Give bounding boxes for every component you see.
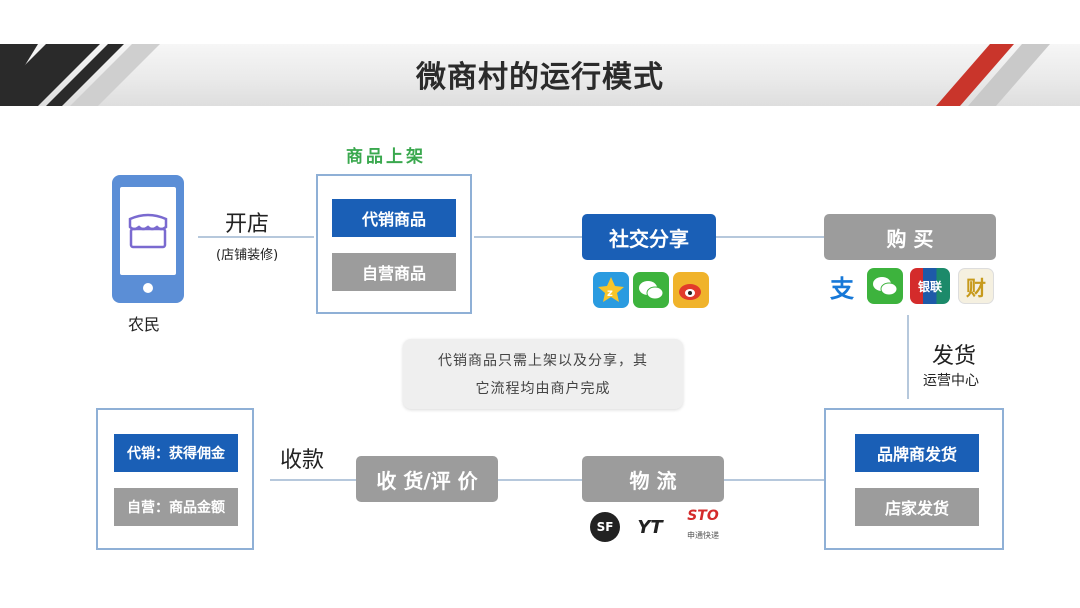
note-line-2: 它流程均由商户完成 <box>475 381 611 397</box>
connector-line <box>498 479 582 481</box>
receive-review-button[interactable]: 收 货/评 价 <box>356 456 498 502</box>
connector-line <box>724 479 824 481</box>
farmer-label: 农民 <box>128 315 161 334</box>
sto-express-icon: STO <box>687 508 719 524</box>
store-ship-button[interactable]: 店家发货 <box>855 488 979 526</box>
brand-ship-button[interactable]: 品牌商发货 <box>855 434 979 472</box>
svg-text:z: z <box>607 288 613 299</box>
listing-title: 商品上架 <box>346 147 426 167</box>
connector-line <box>716 236 824 238</box>
ship-sub: 运营中心 <box>923 373 979 389</box>
buy-button[interactable]: 购 买 <box>824 214 996 260</box>
open-shop-sub: (店铺装修) <box>216 248 279 263</box>
connector-line <box>907 315 909 399</box>
sto-express-sub: 申通快递 <box>687 531 719 540</box>
weibo-icon <box>673 272 709 308</box>
collect-label: 收款 <box>280 448 325 473</box>
unionpay-icon: 银联 <box>910 268 950 304</box>
shipper-box <box>824 408 1004 550</box>
self-goods-button[interactable]: 自营商品 <box>332 253 456 291</box>
shop-icon <box>128 213 168 249</box>
note-box <box>403 339 683 409</box>
header-stripes <box>0 44 1050 106</box>
ship-label: 发货 <box>932 344 977 369</box>
open-shop-label: 开店 <box>225 212 270 237</box>
logistics-button[interactable]: 物 流 <box>582 456 724 502</box>
connector-line <box>198 236 314 238</box>
note-line-1: 代销商品只需上架以及分享，其 <box>438 353 648 369</box>
phone-icon <box>112 175 184 303</box>
income-box <box>96 408 254 550</box>
title-band <box>0 44 1080 106</box>
consign-goods-button[interactable]: 代销商品 <box>332 199 456 237</box>
sf-express-icon: SF <box>590 512 620 542</box>
listing-box <box>316 174 472 314</box>
connector-line <box>474 236 582 238</box>
alipay-icon: 支 <box>824 268 860 304</box>
yto-express-icon: YT <box>637 516 663 538</box>
connector-line <box>270 479 356 481</box>
page-title: 微商村的运行模式 <box>416 60 664 95</box>
consign-commission-button[interactable]: 代销：获得佣金 <box>114 434 238 472</box>
social-share-button[interactable]: 社交分享 <box>582 214 716 260</box>
wechat-icon <box>633 272 669 308</box>
wechat-pay-icon <box>867 268 903 304</box>
tenpay-icon: 财 <box>958 268 994 304</box>
self-amount-button[interactable]: 自营：商品金额 <box>114 488 238 526</box>
qzone-icon: z <box>593 272 629 308</box>
